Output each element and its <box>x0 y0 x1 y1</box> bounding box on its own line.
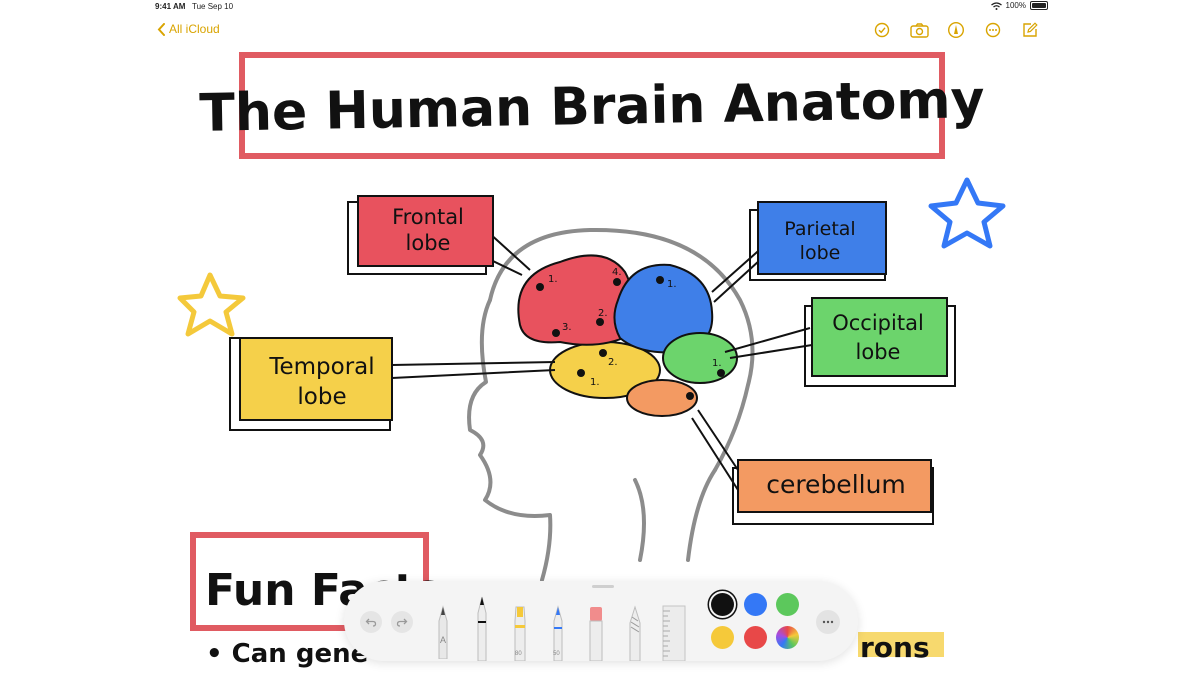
frontal-number-4: 4. <box>612 267 622 278</box>
occipital-label-line1: Occipital <box>832 311 924 335</box>
title-frame <box>239 52 945 159</box>
fact-bullet-left: • Can gene <box>206 639 368 669</box>
note-toolbar <box>870 20 1042 40</box>
fact-bullet-right: rons <box>860 631 930 664</box>
color-red-swatch[interactable] <box>744 626 767 649</box>
pencil-icon <box>553 605 563 662</box>
ruler-tool[interactable] <box>662 605 686 665</box>
marker-tool[interactable]: 80 <box>512 605 528 665</box>
back-label: All iCloud <box>169 22 220 36</box>
undo-icon <box>365 618 377 627</box>
more-button[interactable] <box>981 20 1005 40</box>
temporal-number-1: 1. <box>590 377 600 388</box>
pencil-tool[interactable]: 50 <box>551 605 565 665</box>
battery-percent: 100% <box>1005 1 1026 10</box>
ellipsis-icon <box>822 620 834 624</box>
lasso-icon <box>629 605 641 662</box>
eraser-tool[interactable] <box>588 605 604 665</box>
status-time: 9:41 AM <box>155 2 186 11</box>
battery-icon <box>1030 1 1048 10</box>
eraser-icon <box>589 607 603 662</box>
occipital-number-1: 1. <box>712 358 722 369</box>
lasso-tool[interactable] <box>627 605 643 665</box>
frontal-number-1: 1. <box>548 274 558 285</box>
checklist-button[interactable] <box>870 20 894 40</box>
color-picker-swatch[interactable] <box>776 626 799 649</box>
cerebellum-region <box>626 379 698 417</box>
status-date: Tue Sep 10 <box>192 2 234 11</box>
status-bar: 9:41 AM Tue Sep 10 100% <box>0 0 1200 14</box>
region-dots <box>536 276 725 400</box>
color-green-swatch[interactable] <box>776 593 799 616</box>
head-outline <box>467 227 755 582</box>
temporal-label-line1: Temporal <box>268 354 374 380</box>
redo-button[interactable] <box>391 611 413 633</box>
status-right: 100% <box>990 1 1048 10</box>
frontal-number-2: 2. <box>598 308 608 319</box>
more-icon <box>985 22 1001 38</box>
frontal-label-line2: lobe <box>406 231 451 255</box>
pen-tool[interactable] <box>475 595 489 665</box>
palette-grabber[interactable] <box>592 585 614 588</box>
camera-button[interactable] <box>907 20 931 40</box>
compose-icon <box>1023 22 1038 37</box>
note-title: The Human Brain Anatomy <box>199 70 985 144</box>
markup-pen-icon <box>948 22 964 38</box>
pencil-size-label: 50 <box>553 651 560 657</box>
fact-highlight <box>858 632 944 657</box>
yellow-star-icon <box>177 272 246 337</box>
undo-button[interactable] <box>360 611 382 633</box>
temporal-label-line2: lobe <box>297 384 346 410</box>
occipital-lobe-region <box>662 332 738 384</box>
color-black-swatch[interactable] <box>711 593 734 616</box>
handwriting-label: A <box>440 635 447 645</box>
marker-size-label: 80 <box>515 651 522 657</box>
checklist-icon <box>874 22 890 38</box>
tool-palette: A 80 50 <box>344 581 858 663</box>
color-yellow-swatch[interactable] <box>711 626 734 649</box>
ruler-icon <box>662 605 686 662</box>
chevron-left-icon <box>157 22 165 36</box>
blue-star-icon <box>928 177 1006 249</box>
handwriting-pen-icon <box>438 605 448 660</box>
compose-button[interactable] <box>1018 20 1042 40</box>
parietal-lobe-callout: Parietal lobe <box>749 201 887 281</box>
handwriting-tool[interactable]: A <box>436 605 450 663</box>
temporal-lobe-callout: Temporal lobe <box>229 337 393 431</box>
region-numbers: 1. 2. 3. 4. 1. 2. 1. 1. <box>548 267 722 388</box>
color-blue-swatch[interactable] <box>744 593 767 616</box>
wifi-icon <box>990 1 1002 10</box>
pen-icon <box>477 596 487 662</box>
cerebellum-callout: cerebellum <box>732 459 934 525</box>
palette-more-button[interactable] <box>816 610 840 634</box>
back-button[interactable]: All iCloud <box>157 22 220 36</box>
camera-icon <box>909 22 929 38</box>
frontal-lobe-callout: Frontal lobe <box>347 195 494 275</box>
parietal-number-1: 1. <box>667 279 677 290</box>
occipital-label-line2: lobe <box>856 340 901 364</box>
occipital-lobe-callout: Occipital lobe <box>804 297 956 387</box>
temporal-number-2: 2. <box>608 357 618 368</box>
marker-icon <box>514 606 526 662</box>
parietal-label-line2: lobe <box>800 242 841 264</box>
cerebellum-label: cerebellum <box>766 470 906 499</box>
parietal-label-line1: Parietal <box>784 218 855 240</box>
redo-icon <box>396 618 408 627</box>
markup-button[interactable] <box>944 20 968 40</box>
frontal-label-line1: Frontal <box>392 205 464 229</box>
frontal-number-3: 3. <box>562 322 572 333</box>
